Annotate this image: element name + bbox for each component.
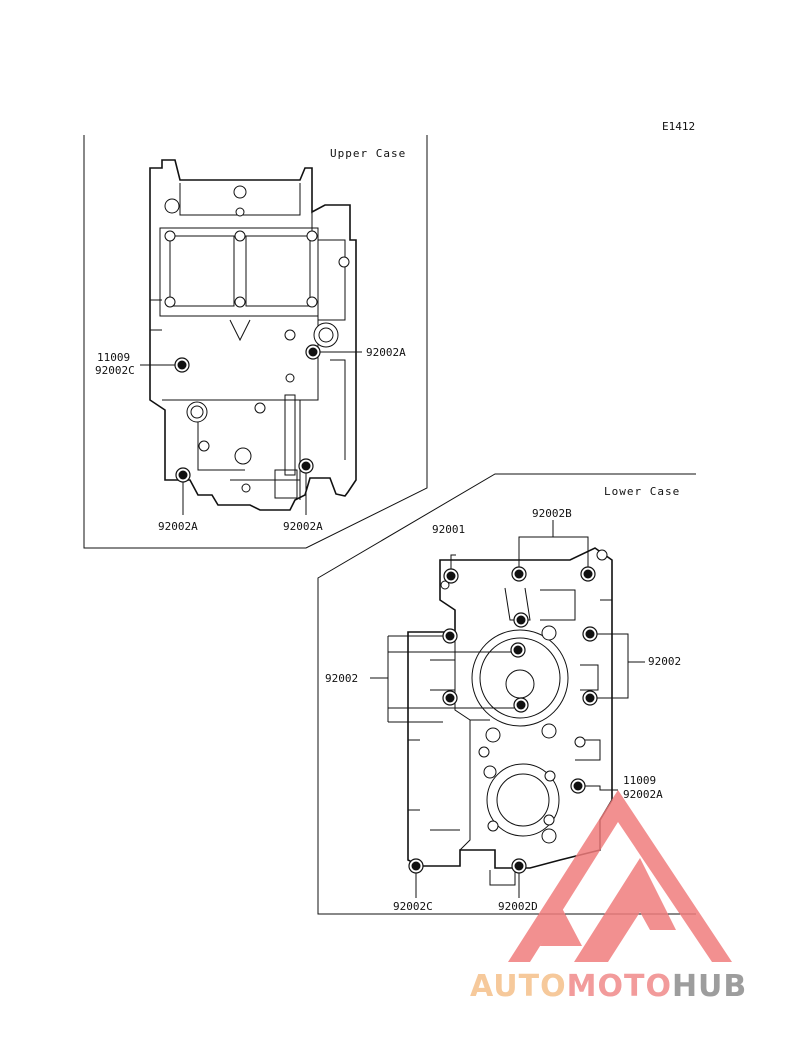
label-92002C-lower: 92002C	[393, 900, 433, 913]
diagram-code: E1412	[662, 120, 695, 133]
upper-case-group: Upper Case	[83, 135, 428, 549]
upper-case-title: Upper Case	[330, 147, 406, 160]
upper-case-bolt-92002A-bottom-left	[175, 467, 191, 483]
lower-case-bolt-92002-f	[442, 690, 458, 706]
watermark-text-hub: HUB	[672, 969, 747, 1004]
label-92002D-lower: 92002D	[498, 900, 538, 913]
lower-case-bolt-92002-d	[510, 642, 526, 658]
upper-case-bolt-92002A-bottom-right	[298, 458, 314, 474]
label-92001: 92001	[432, 523, 465, 536]
watermark-logo: AUTOMOTOHUB	[470, 790, 747, 1004]
label-92002C-upper: 92002C	[95, 364, 135, 377]
leader-92002B	[518, 520, 589, 567]
leader-92002-right	[597, 633, 645, 699]
lower-case-bolt-92002-a	[513, 612, 529, 628]
watermark-triangle-accent	[540, 908, 582, 946]
lower-case-bolt-92002-b	[442, 628, 458, 644]
lower-case-bolt-92002-e	[582, 690, 598, 706]
label-92002A-upper-bottom-right: 92002A	[283, 520, 323, 533]
lower-case-bolt-92002C	[408, 858, 424, 874]
watermark-triangle-outer	[508, 790, 732, 962]
lower-case-bolt-92002-g	[513, 697, 529, 713]
upper-case-bolt-92002A-right	[305, 344, 321, 360]
lower-case-title: Lower Case	[604, 485, 680, 498]
lower-case-bolt-92002A	[570, 778, 586, 794]
upper-case-frame	[83, 135, 428, 549]
label-92002-right: 92002	[648, 655, 681, 668]
watermark-text-auto: AUTO	[470, 969, 567, 1004]
lower-case-frame	[317, 473, 696, 915]
watermark-text-moto: MOTO	[567, 969, 672, 1004]
label-92002A-upper-bottom-left: 92002A	[158, 520, 198, 533]
label-92002-left: 92002	[325, 672, 358, 685]
leader-92001	[450, 554, 456, 569]
lower-case-bolt-92001	[443, 568, 459, 584]
lower-case-bolt-92002B-left	[511, 566, 527, 582]
label-92002A-upper-right: 92002A	[366, 346, 406, 359]
lower-case-bolt-92002B-right	[580, 566, 596, 582]
label-11009-upper: 11009	[97, 351, 130, 364]
lower-case-holes	[440, 549, 608, 844]
label-92002B: 92002B	[532, 507, 572, 520]
watermark-triangle-inner	[574, 858, 676, 962]
lower-case-bolt-92002-c	[582, 626, 598, 642]
leader-92002-left	[370, 635, 514, 723]
upper-case-holes	[164, 185, 350, 493]
label-11009-lower: 11009	[623, 774, 656, 787]
watermark-text: AUTOMOTOHUB	[470, 969, 747, 1004]
upper-case-bolt-92002C	[174, 357, 190, 373]
lower-case-group: Lower Case	[317, 473, 696, 915]
lower-case-bolt-92002D	[511, 858, 527, 874]
lower-crankcase-drawing	[407, 547, 613, 886]
label-92002A-lower: 92002A	[623, 788, 663, 801]
leader-11009-lower	[585, 785, 618, 791]
